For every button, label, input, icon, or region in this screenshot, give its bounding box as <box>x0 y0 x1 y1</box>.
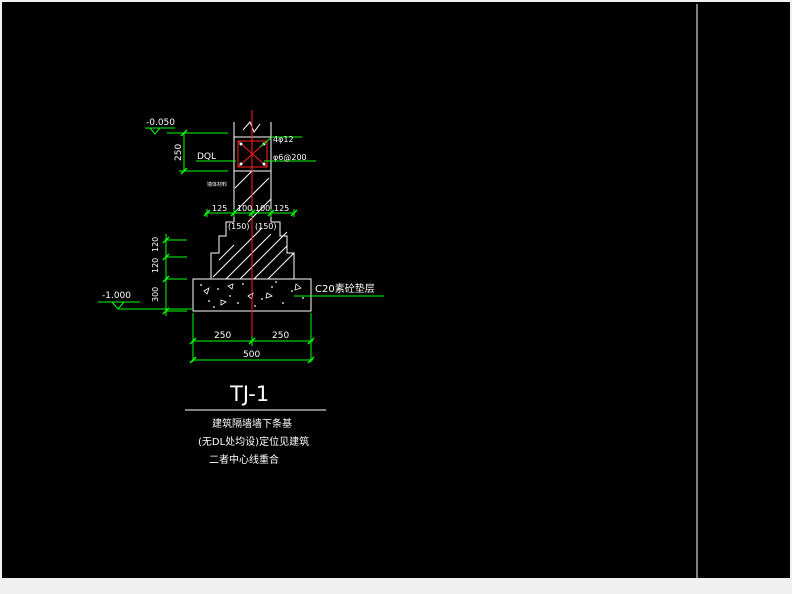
dim-step-2: 120 <box>151 258 160 273</box>
pad-label: C20素砼垫层 <box>315 282 375 295</box>
pad-aggregate <box>200 281 304 308</box>
dim-top-4: 125 <box>274 204 289 213</box>
elevation-top: -0.050 <box>146 118 175 128</box>
model-space[interactable] <box>2 2 790 578</box>
drawing-title: TJ-1 <box>229 382 269 406</box>
dim-top-1: 125 <box>212 204 227 213</box>
dim-step-1: 120 <box>151 237 160 252</box>
dim-top-3: 100 <box>255 204 270 213</box>
dim-bottom-left: 250 <box>214 331 231 341</box>
dim-pad-height: 300 <box>151 287 160 302</box>
dim-top-2: 100 <box>237 204 252 213</box>
dim-bottom-right: 250 <box>272 331 289 341</box>
small-note: 墙体材料 <box>207 181 227 188</box>
beam-label: DQL <box>197 152 216 162</box>
rebar-stirrup-label: φ6@200 <box>273 153 307 162</box>
dim-offset-left: (150) <box>228 222 250 231</box>
dimension-ticks <box>162 129 315 364</box>
note-line-2: (无DL处均设)定位见建筑 <box>198 435 309 448</box>
note-line-3: 二者中心线重合 <box>209 453 279 466</box>
step-left <box>210 221 234 279</box>
rebar-main-label: 4φ12 <box>273 135 294 144</box>
dim-offset-right: (150) <box>255 222 277 231</box>
note-line-1: 建筑隔墙墙下条基 <box>212 417 292 430</box>
dim-beam-height: 250 <box>174 144 184 161</box>
elevation-bottom: -1.000 <box>102 291 131 301</box>
dim-total: 500 <box>243 350 260 360</box>
